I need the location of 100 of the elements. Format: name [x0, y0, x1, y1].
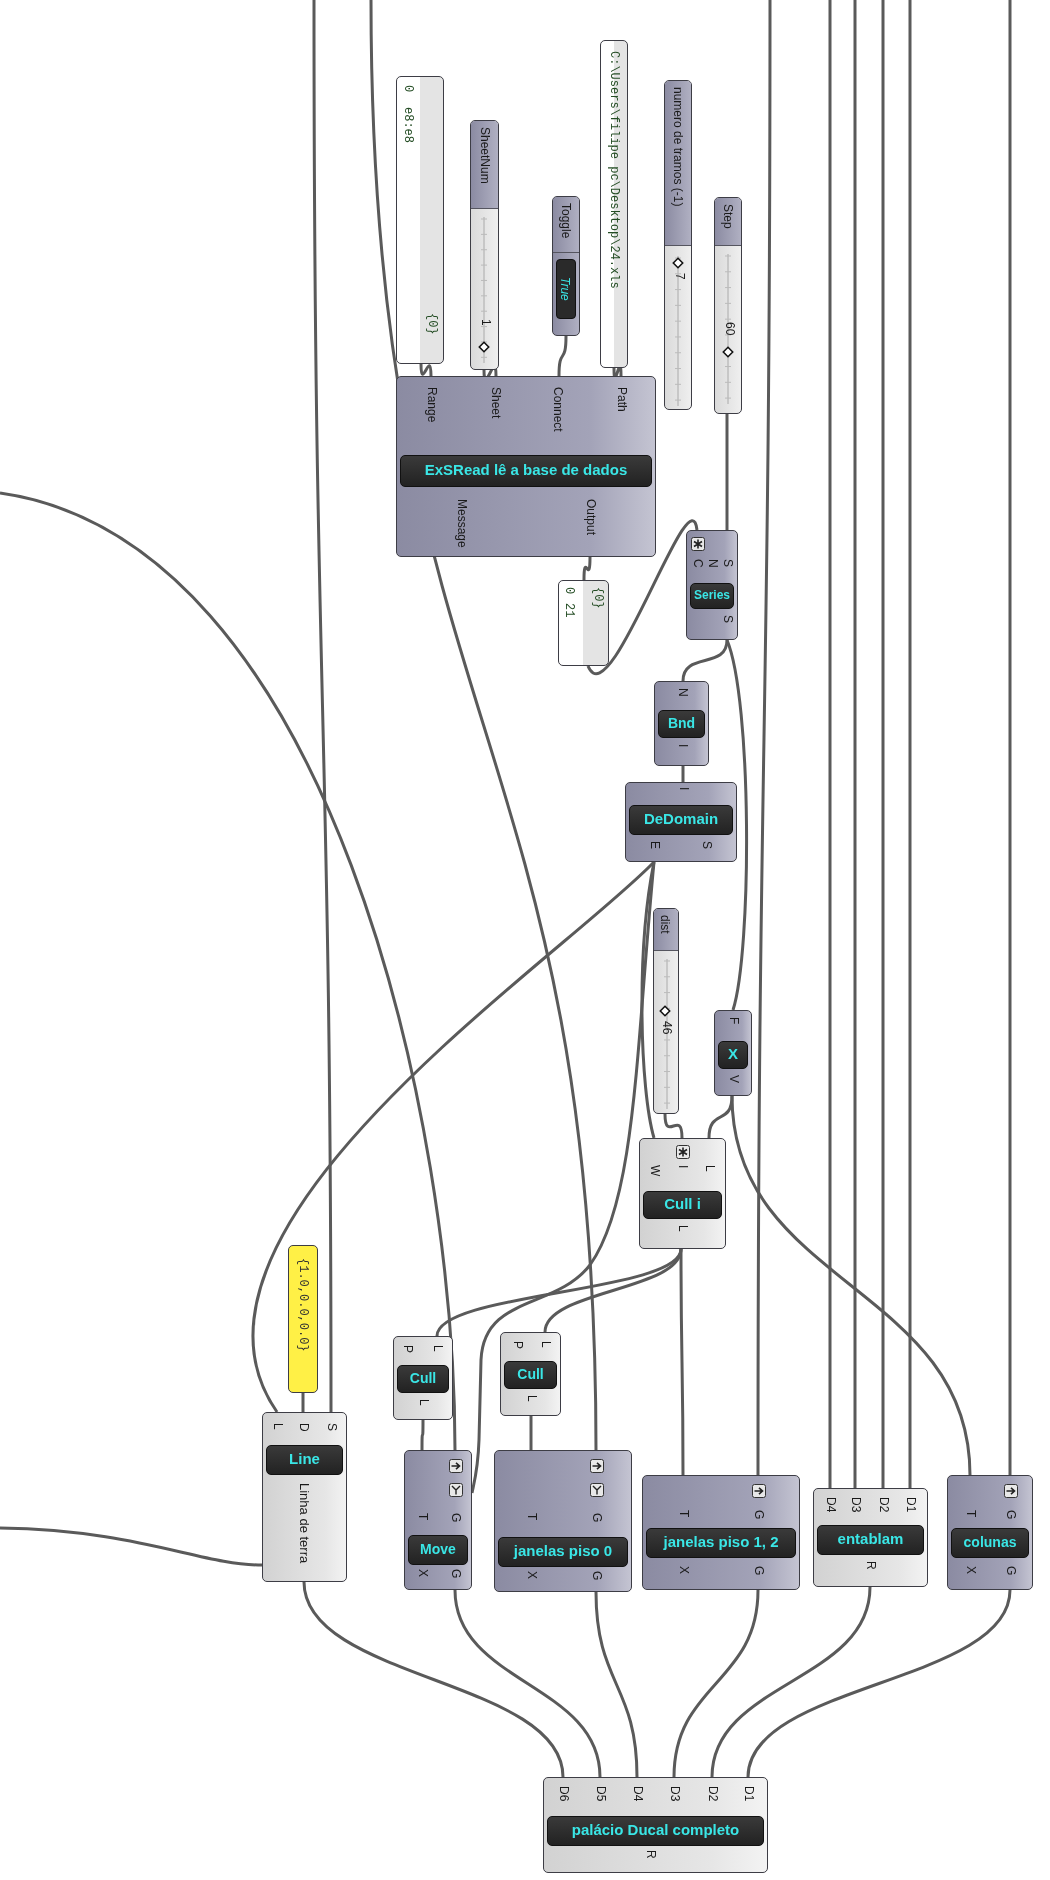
- wire: [301, 1393, 305, 1412]
- port-label: D: [297, 1423, 311, 1432]
- wire: [543, 1248, 683, 1333]
- component-block: [639, 1138, 726, 1249]
- port-label: I: [677, 787, 691, 791]
- wire: [828, 0, 832, 1488]
- wire: [725, 639, 748, 1011]
- component-block: [262, 1412, 347, 1582]
- port-label: D4: [824, 1497, 838, 1513]
- component-title: Bnd: [658, 710, 705, 738]
- port-label: I: [676, 1165, 690, 1169]
- wire: [756, 0, 772, 1475]
- port-label: L: [539, 1341, 553, 1348]
- text-panel: [558, 580, 609, 666]
- port-label: W: [648, 1165, 662, 1177]
- port-label: I: [676, 744, 690, 748]
- component-block: [654, 681, 709, 766]
- component-block: [396, 376, 656, 557]
- wire: [529, 1416, 533, 1450]
- wire: [672, 1589, 760, 1778]
- panel-text: 21: [562, 603, 576, 618]
- port-label: G: [590, 1513, 604, 1523]
- slider-label: numero de tramos (-1): [665, 81, 691, 246]
- port-label: E: [648, 841, 662, 849]
- port-label: S: [721, 559, 735, 567]
- component-block: [686, 530, 738, 640]
- wire: [557, 335, 568, 377]
- component-title: ExSRead lê a base de dados: [400, 455, 652, 487]
- port-label: N: [676, 688, 690, 697]
- wire: [302, 1581, 565, 1778]
- slider-value: 46: [660, 1021, 674, 1035]
- port-label: R: [644, 1850, 658, 1859]
- number-slider: [470, 120, 499, 370]
- wire: [663, 1113, 684, 1139]
- text-panel: [600, 40, 628, 368]
- component-block: [625, 782, 737, 862]
- component-title: palácio Ducal completo: [547, 1816, 764, 1846]
- port-label: G: [752, 1566, 766, 1576]
- port-label: L: [431, 1345, 445, 1352]
- toggle-button: True: [556, 259, 576, 319]
- port-label: D4: [631, 1786, 645, 1802]
- component-title: X: [718, 1041, 748, 1069]
- port-label: D1: [742, 1786, 756, 1802]
- port-label: T: [964, 1510, 978, 1518]
- port-label: P: [401, 1345, 415, 1353]
- port-label: S: [325, 1423, 339, 1431]
- panel-text: {1.0,0.0,0.0}: [296, 1258, 310, 1352]
- port-label: F: [727, 1017, 741, 1025]
- port-label: S: [721, 615, 735, 623]
- component-block: [500, 1332, 561, 1416]
- port-label: X: [416, 1569, 430, 1577]
- port-label: R: [864, 1561, 878, 1570]
- port-label: D6: [557, 1786, 571, 1802]
- component-block: [393, 1336, 453, 1420]
- component-title: Line: [266, 1445, 343, 1475]
- port-label: X: [964, 1566, 978, 1574]
- component-title: entablam: [817, 1525, 924, 1555]
- port-label: G: [449, 1569, 463, 1579]
- slider-label: dist: [654, 909, 678, 951]
- port-label: L: [417, 1399, 431, 1406]
- number-slider: [653, 908, 679, 1114]
- component-title: Cull: [504, 1361, 557, 1389]
- slider-label: Step: [715, 198, 741, 246]
- port-label: D5: [594, 1786, 608, 1802]
- panel-text: C:\Users\filipe pc\Desktop\24.xls: [607, 51, 621, 289]
- port-label: Range: [425, 387, 439, 423]
- wire: [0, 491, 457, 1451]
- wire: [453, 1589, 602, 1778]
- port-label: D2: [706, 1786, 720, 1802]
- port-label: V: [727, 1075, 741, 1083]
- port-label: T: [416, 1513, 430, 1521]
- wire: [725, 414, 729, 530]
- panel-text: {0}: [425, 313, 439, 335]
- port-label: P: [511, 1341, 525, 1349]
- port-label: G: [590, 1571, 604, 1581]
- port-label: G: [1004, 1510, 1018, 1520]
- wire: [312, 0, 333, 1412]
- text-panel: [288, 1245, 318, 1393]
- wire: [470, 861, 656, 1494]
- wire: [419, 363, 433, 377]
- port-label: G: [1004, 1566, 1018, 1576]
- component-title: janelas piso 0: [498, 1537, 628, 1567]
- component-title: Cull: [397, 1365, 449, 1393]
- component-block: [404, 1450, 472, 1590]
- port-label: Sheet: [489, 387, 503, 419]
- port-label: L: [525, 1395, 539, 1402]
- wire: [710, 1586, 872, 1778]
- wire: [681, 639, 729, 682]
- component-title: Series: [690, 583, 734, 609]
- port-label: Message: [455, 499, 469, 548]
- wire: [420, 1420, 425, 1450]
- port-label: C: [691, 559, 705, 568]
- slider-label: SheetNum: [471, 121, 498, 209]
- port-label: G: [449, 1513, 463, 1523]
- slider-value: 7: [673, 273, 687, 280]
- text-panel: [396, 76, 444, 364]
- port-label: D3: [849, 1497, 863, 1513]
- panel-text: 0: [562, 587, 576, 595]
- component-block: [813, 1488, 928, 1587]
- component-title: janelas piso 1, 2: [646, 1528, 796, 1558]
